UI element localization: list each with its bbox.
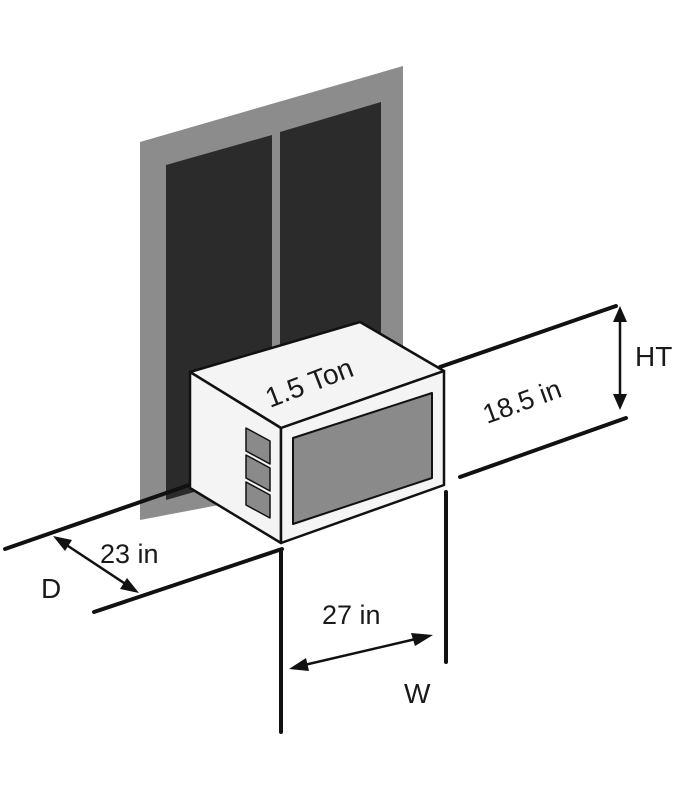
width-value-label: 27 in (322, 600, 381, 630)
width-letter-label: W (404, 678, 431, 709)
height-arrowhead-bottom (613, 394, 627, 410)
wall-line-front-right (458, 416, 628, 479)
height-letter-label: HT (635, 341, 672, 372)
ac-side-vent-1 (245, 427, 271, 465)
width-arrowhead-right (411, 633, 433, 646)
ac-side-vent-3 (245, 481, 271, 519)
ac-side-vent-2 (245, 454, 271, 492)
wall-lines (3, 304, 628, 614)
height-value-label: 18.5 in (479, 374, 565, 430)
depth-arrow (53, 536, 139, 593)
wall-line-front-left (92, 547, 284, 614)
depth-letter-label: D (41, 573, 61, 604)
height-arrowhead-top (613, 306, 627, 322)
ac-front-grille (292, 392, 433, 525)
depth-arrowhead-bottom (120, 578, 139, 593)
wall-line-back-right (438, 304, 618, 369)
width-arrowhead-left (289, 658, 309, 671)
ac-unit (188, 320, 446, 545)
width-arrow (289, 633, 433, 671)
width-guides (279, 490, 448, 734)
depth-arrowhead-top (53, 536, 72, 551)
height-arrow (613, 306, 627, 410)
depth-value-label: 23 in (100, 539, 159, 569)
wall-line-back-left (3, 482, 194, 551)
